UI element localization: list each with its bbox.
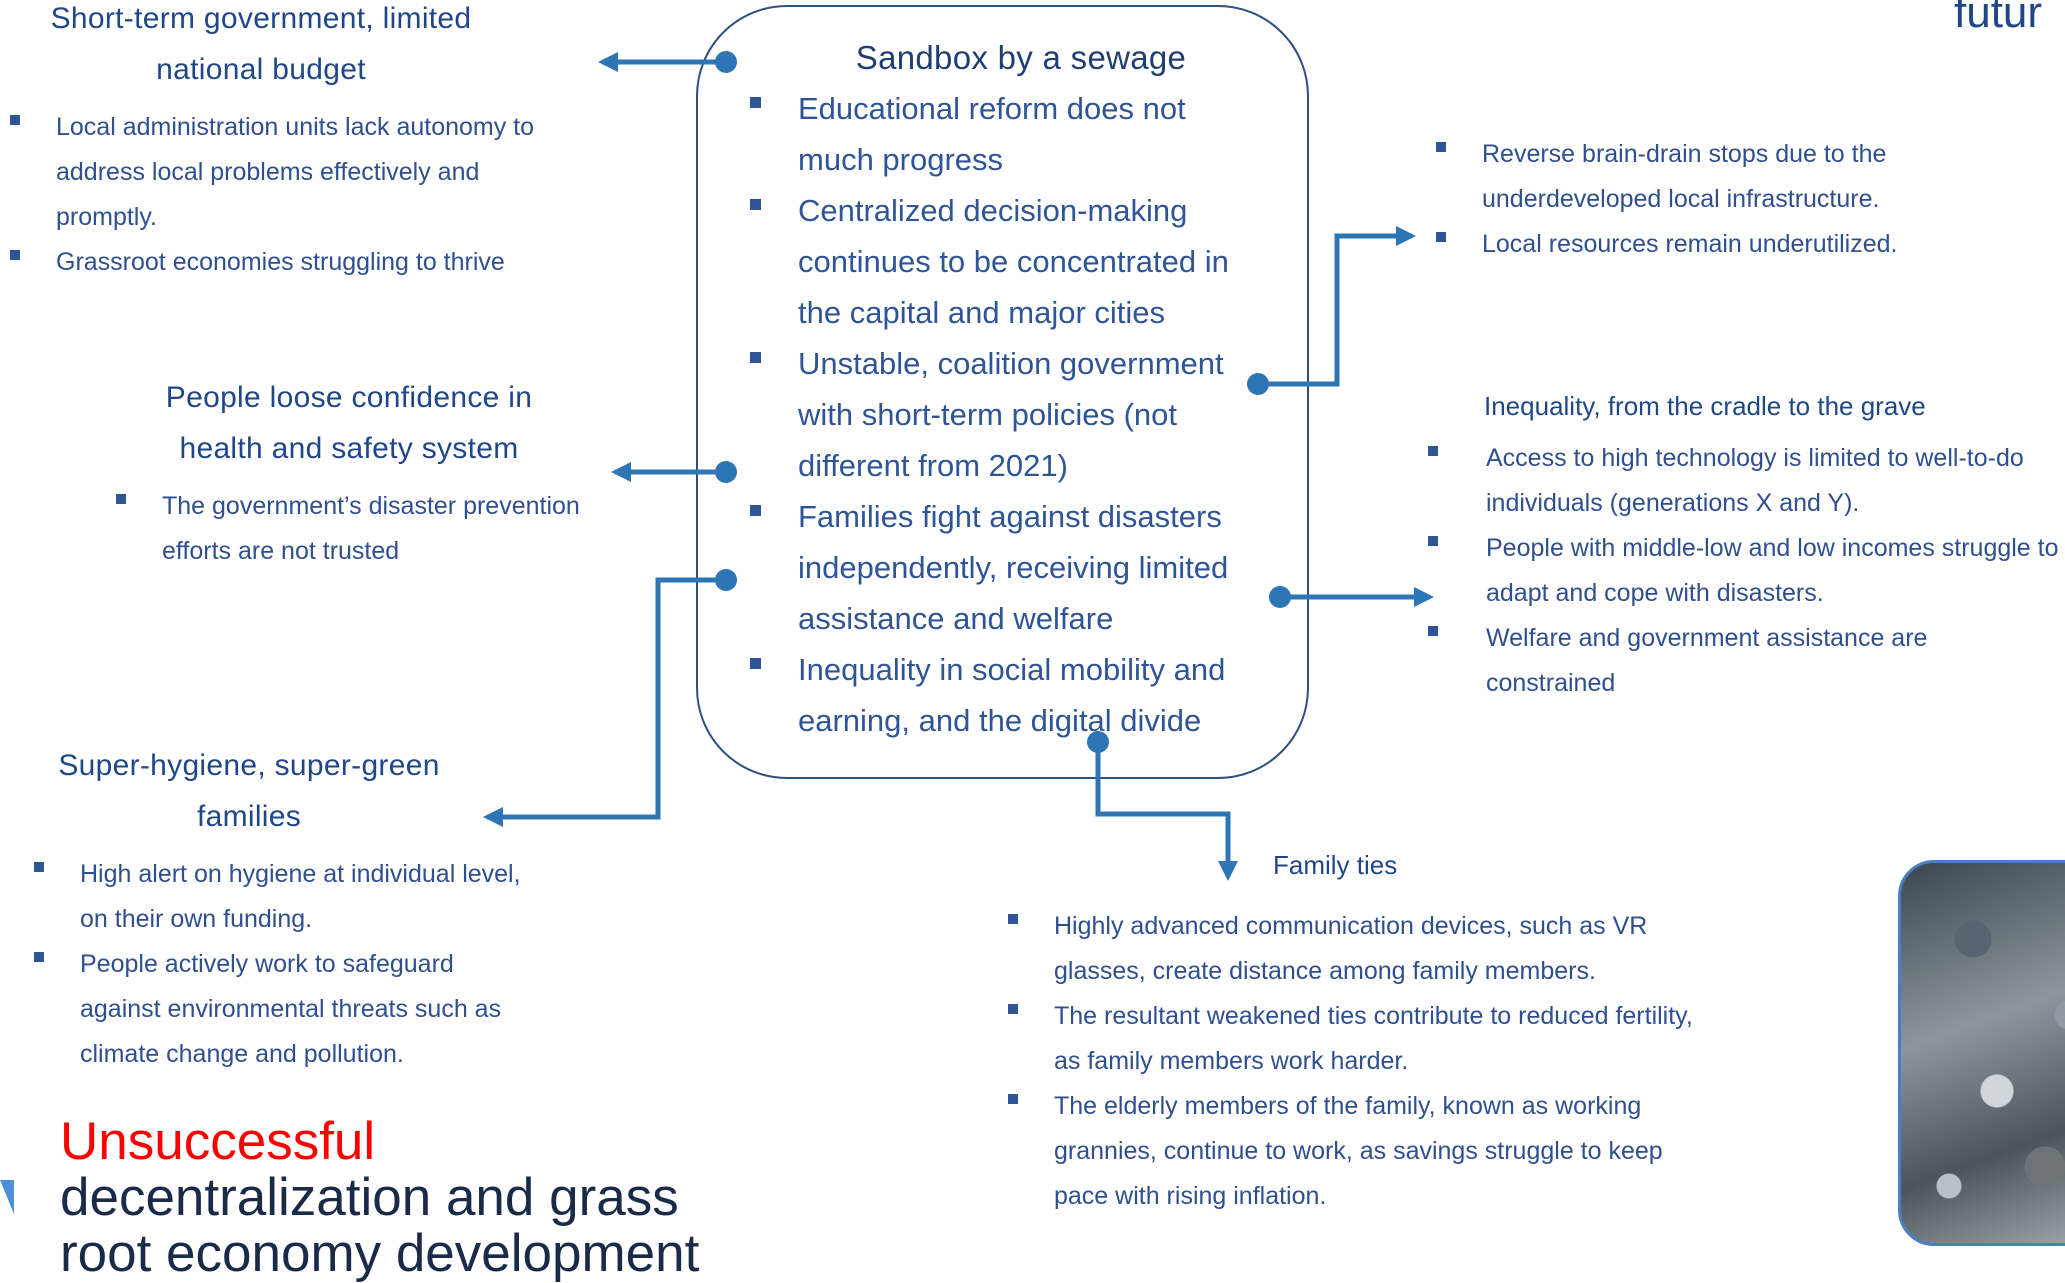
brain-drain-list: Reverse brain-drain stops due to the und…: [1436, 132, 1996, 267]
hygiene-item: People actively work to safeguard agains…: [34, 942, 529, 1077]
family-list: Highly advanced communication devices, s…: [1008, 904, 1698, 1219]
confidence-item: The government’s disaster prevention eff…: [116, 484, 584, 574]
inequality-list: Access to high technology is limited to …: [1428, 436, 2060, 706]
confidence-list: The government’s disaster prevention eff…: [114, 484, 584, 574]
cut-off-title: futur: [1954, 0, 2043, 37]
connector-dot: [1269, 586, 1291, 608]
bottom-title-accent: Unsuccessful: [60, 1112, 376, 1171]
center-item: Centralized decision-making continues to…: [750, 185, 1270, 338]
center-panel: Sandbox by a sewage Educational reform d…: [750, 32, 1270, 746]
arrow-to-family: [1095, 742, 1238, 881]
hygiene-list: High alert on hygiene at individual leve…: [34, 852, 529, 1077]
inequality-block: Inequality, from the cradle to the grave…: [1428, 384, 2060, 706]
center-list: Educational reform does not much progres…: [750, 83, 1270, 746]
inequality-title: Inequality, from the cradle to the grave: [1484, 391, 1926, 421]
inequality-item: Welfare and government assistance are co…: [1428, 616, 2060, 706]
confidence-title: People loose confidence in health and sa…: [165, 381, 533, 465]
inequality-item: People with middle-low and low incomes s…: [1428, 526, 2060, 616]
connector-dot: [715, 461, 737, 483]
family-item: The resultant weakened ties contribute t…: [1008, 994, 1698, 1084]
brain-drain-block: Reverse brain-drain stops due to the und…: [1436, 132, 1996, 267]
budget-block: Short-term government, limited national …: [10, 0, 582, 285]
center-item: Educational reform does not much progres…: [750, 83, 1270, 185]
center-title: Sandbox by a sewage: [855, 39, 1187, 76]
inequality-item: Access to high technology is limited to …: [1428, 436, 2060, 526]
connector-dot: [715, 51, 737, 73]
hygiene-item: High alert on hygiene at individual leve…: [34, 852, 529, 942]
brain-drain-item: Reverse brain-drain stops due to the und…: [1436, 132, 1996, 222]
family-block: Highly advanced communication devices, s…: [1008, 904, 1698, 1219]
family-item: Highly advanced communication devices, s…: [1008, 904, 1698, 994]
hygiene-block: Super-hygiene, super-green families High…: [34, 740, 554, 1077]
center-item: Families fight against disasters indepen…: [750, 491, 1270, 644]
budget-title: Short-term government, limited national …: [50, 2, 472, 86]
connector-dot: [715, 569, 737, 591]
corner-triangle-icon: [0, 1180, 14, 1214]
budget-item: Grassroot economies struggling to thrive: [10, 240, 582, 285]
sewage-photo: [1898, 860, 2065, 1246]
brain-drain-item: Local resources remain underutilized.: [1436, 222, 1996, 267]
arrow-to-brain-drain: [1258, 226, 1416, 387]
family-item: The elderly members of the family, known…: [1008, 1084, 1698, 1219]
center-item: Unstable, coalition government with shor…: [750, 338, 1270, 491]
center-item: Inequality in social mobility and earnin…: [750, 644, 1270, 746]
hygiene-title: Super-hygiene, super-green families: [58, 749, 440, 833]
budget-list: Local administration units lack autonomy…: [10, 105, 582, 285]
bottom-title-line: root economy development: [60, 1224, 700, 1283]
budget-item: Local administration units lack autonomy…: [10, 105, 582, 240]
confidence-block: People loose confidence in health and sa…: [114, 372, 584, 574]
bottom-title-line: decentralization and grass: [60, 1168, 679, 1227]
family-title: Family ties: [1273, 850, 1398, 880]
